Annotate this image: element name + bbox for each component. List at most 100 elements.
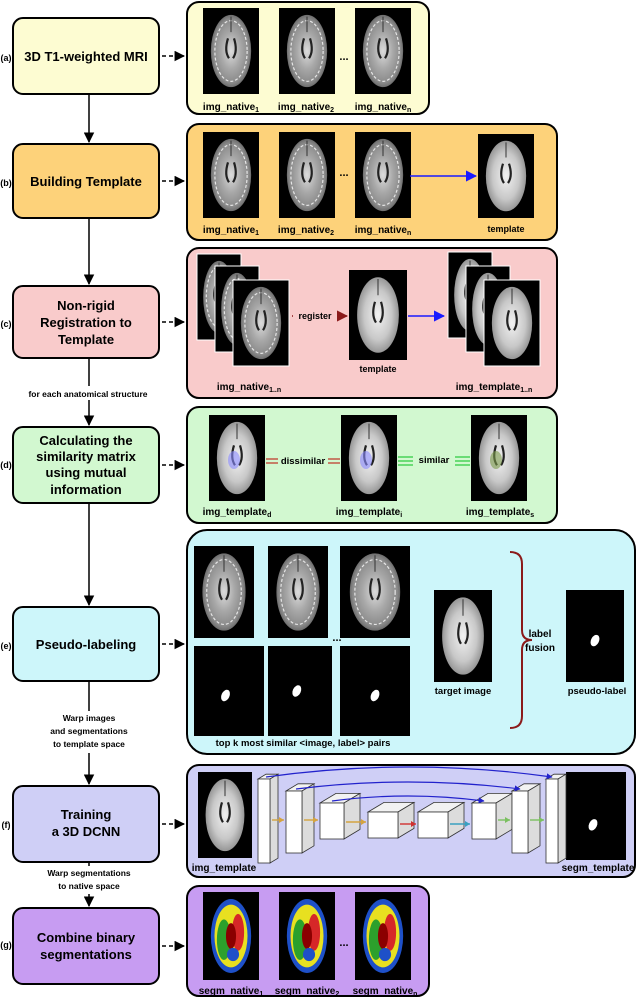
stack-template [483, 279, 541, 367]
brain-images [194, 8, 626, 980]
similar-image-2 [268, 546, 328, 638]
input-template-image [198, 772, 252, 858]
step-f-title-2: a 3D DCNN [52, 824, 121, 839]
step-c: Non-rigid Registration to Template (c) [1, 285, 160, 359]
note-warp-images-1: Warp images [63, 713, 116, 723]
step-e: Pseudo-labeling (e) [1, 606, 160, 682]
target-image [434, 590, 492, 682]
step-a: 3D T1-weighted MRI (a) [1, 17, 160, 95]
step-b-letter: (b) [0, 178, 12, 188]
template-s [471, 415, 527, 501]
similar-label-1 [194, 646, 264, 736]
similar-image-k [340, 546, 410, 638]
panel-a-label-1: img_native1 [203, 102, 259, 114]
mri-native-2 [279, 132, 335, 218]
panel-f-input-label: img_template [192, 863, 257, 874]
note-warp-images-2: and segmentations [50, 726, 128, 736]
step-c-title-3: Template [58, 332, 114, 347]
panel-d-label-i: img_templatei [336, 507, 402, 519]
note-each-structure: for each anatomical structure [28, 389, 147, 399]
panel-b-label-n: img_nativen [355, 225, 412, 237]
note-warp-segm-2: to native space [58, 881, 120, 891]
dashed-arrows [162, 50, 186, 952]
template-image [349, 270, 407, 360]
stack-native [232, 279, 290, 367]
panel-e-pseudo-label: pseudo-label [568, 686, 627, 697]
step-e-letter: (e) [1, 641, 12, 651]
step-d-title-1: Calculating the [39, 433, 132, 448]
panel-b-template-label: template [487, 224, 524, 234]
panel-b-label-1: img_native1 [203, 225, 259, 237]
segm-native-n [355, 892, 411, 980]
panel-b-ellipsis: ... [339, 167, 348, 179]
layer-dec-2 [510, 783, 542, 854]
mri-native-2 [279, 8, 335, 94]
pseudo-label-mask [566, 590, 624, 682]
step-a-letter: (a) [1, 53, 12, 63]
segm-native-2 [279, 892, 335, 980]
step-f-letter: (f) [2, 820, 11, 830]
step-b-title: Building Template [30, 174, 142, 189]
dcnn-network [256, 766, 568, 864]
panel-b-label-2: img_native2 [278, 225, 334, 237]
step-c-letter: (c) [1, 319, 12, 329]
similar-label-2 [268, 646, 332, 736]
step-e-title: Pseudo-labeling [36, 637, 136, 652]
note-warp-images-3: to template space [53, 739, 125, 749]
panel-a-label-n: img_nativen [355, 102, 412, 114]
step-d-title-3: using mutual [46, 465, 127, 480]
mri-native-n [355, 132, 411, 218]
panel-g-label-n: segm_nativen [353, 986, 418, 998]
mri-native-1 [203, 132, 259, 218]
panel-c-register-label: register [298, 311, 332, 321]
panel-d-label-s: img_templates [466, 507, 534, 519]
layer-bottleneck-2 [416, 801, 466, 839]
panel-g-label-2: segm_native2 [275, 986, 340, 998]
step-g-title-1: Combine binary [37, 930, 136, 945]
panel-e-fusion-label-2: fusion [525, 643, 555, 654]
panel-a-label-2: img_native2 [278, 102, 334, 114]
panel-e-caption: top k most similar <image, label> pairs [216, 738, 391, 749]
layer-enc-2 [284, 783, 316, 854]
panel-c-stack-label: img_native1..n [217, 382, 281, 394]
panel-c-template-label: template [359, 364, 396, 374]
template-i [341, 415, 397, 501]
panel-d-similar-label: similar [419, 455, 450, 466]
similar-image-1 [194, 546, 254, 638]
layer-dec-3 [470, 792, 514, 840]
segm-native-1 [203, 892, 259, 980]
step-f-title-1: Training [61, 807, 112, 822]
step-d-title-2: similarity matrix [36, 449, 136, 464]
panel-e-target-label: target image [435, 686, 492, 697]
layer-enc-1 [256, 773, 280, 864]
template-d [209, 415, 265, 501]
step-c-title-1: Non-rigid [57, 298, 115, 313]
panel-g-ellipsis: ... [339, 937, 348, 949]
panel-c-out-label: img_template1..n [456, 382, 533, 394]
panel-d-label-d: img_templated [203, 507, 272, 519]
panel-a-ellipsis: ... [339, 51, 348, 63]
layer-enc-3 [318, 792, 362, 840]
note-warp-segm-1: Warp segmentations [47, 868, 131, 878]
panel-e-fusion-label-1: label [529, 629, 552, 640]
mri-native-n [355, 8, 411, 94]
step-b: Building Template (b) [0, 143, 160, 219]
layer-dec-1 [544, 773, 568, 864]
panel-g-label-1: segm_native1 [199, 986, 264, 998]
step-g-title-2: segmentations [40, 947, 132, 962]
step-c-title-2: Registration to [40, 315, 132, 330]
panel-d-dissimilar-label: dissimilar [281, 456, 326, 467]
step-d-title-4: information [50, 482, 122, 497]
mri-native-1 [203, 8, 259, 94]
step-a-title: 3D T1-weighted MRI [24, 49, 148, 64]
panel-e-fusion-bracket [509, 551, 533, 729]
panel-e-ellipsis: ... [332, 632, 341, 644]
similar-label-k [340, 646, 410, 736]
step-f: Training a 3D DCNN (f) [2, 785, 160, 863]
template-image [478, 134, 534, 218]
step-g: Combine binary segmentations (g) [0, 907, 160, 985]
output-segm-mask [566, 772, 626, 860]
layer-bottleneck-1 [366, 801, 416, 839]
panel-f-output-label: segm_template [562, 863, 635, 874]
